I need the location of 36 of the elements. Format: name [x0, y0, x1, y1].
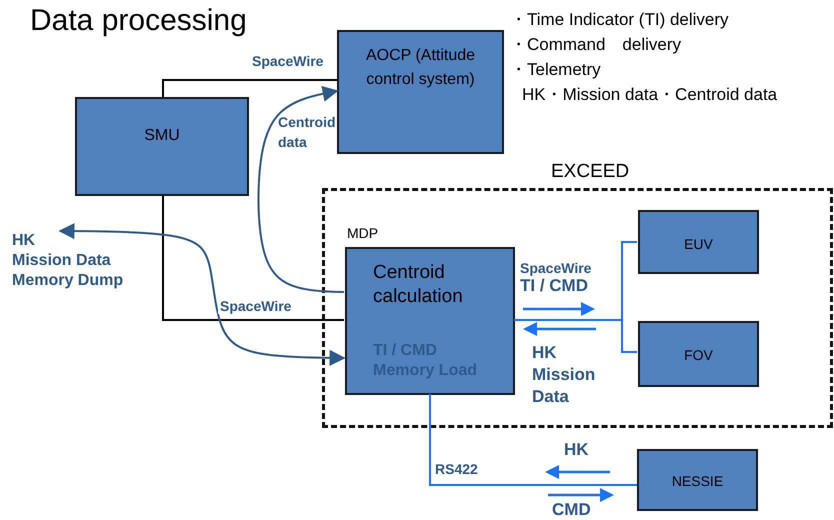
arrow	[258, 86, 344, 293]
connector-line	[162, 79, 337, 97]
process-box	[638, 210, 759, 274]
edge-label: RS422	[433, 461, 480, 477]
process-box	[75, 97, 249, 196]
flow-label: HK	[12, 232, 36, 250]
edge-label: SpaceWire	[250, 53, 326, 69]
box-label: FOV	[683, 347, 714, 363]
flow-label: Mission Data	[12, 252, 111, 270]
group-heading: EXCEED	[551, 161, 630, 183]
flow-label: Memory Dump	[12, 272, 124, 290]
box-label: SMU	[143, 127, 181, 145]
edge-label: Centroid data	[277, 113, 336, 152]
connector-line	[429, 394, 637, 486]
note-text: HK・Mission data・Centroid data	[522, 84, 778, 106]
box-label: Centroid calculation	[373, 261, 464, 309]
edge-label: SpaceWire	[218, 298, 294, 314]
bullet-item: ・Time Indicator (TI) delivery	[510, 9, 729, 31]
flow-label: HK	[564, 440, 589, 460]
flow-label: HK Mission Data	[532, 342, 596, 408]
box-label: EUV	[683, 236, 714, 252]
bullet-item: ・Command delivery	[510, 34, 681, 56]
process-box	[337, 30, 504, 154]
diagram-title: Data processing	[30, 4, 247, 38]
flow-label: TI / CMD	[520, 276, 588, 296]
connector-line	[514, 319, 637, 353]
arrow	[58, 223, 346, 366]
box-label: NESSIE	[670, 473, 724, 489]
connector-line	[162, 196, 344, 321]
bullet-item: ・Telemetry	[510, 59, 601, 81]
box-heading: MDP	[347, 225, 378, 241]
flow-label: CMD	[552, 500, 591, 520]
process-box	[637, 449, 758, 511]
process-box	[638, 321, 759, 387]
edge-label: SpaceWire	[518, 260, 594, 276]
box-label: AOCP (Attitude control system)	[364, 46, 476, 90]
